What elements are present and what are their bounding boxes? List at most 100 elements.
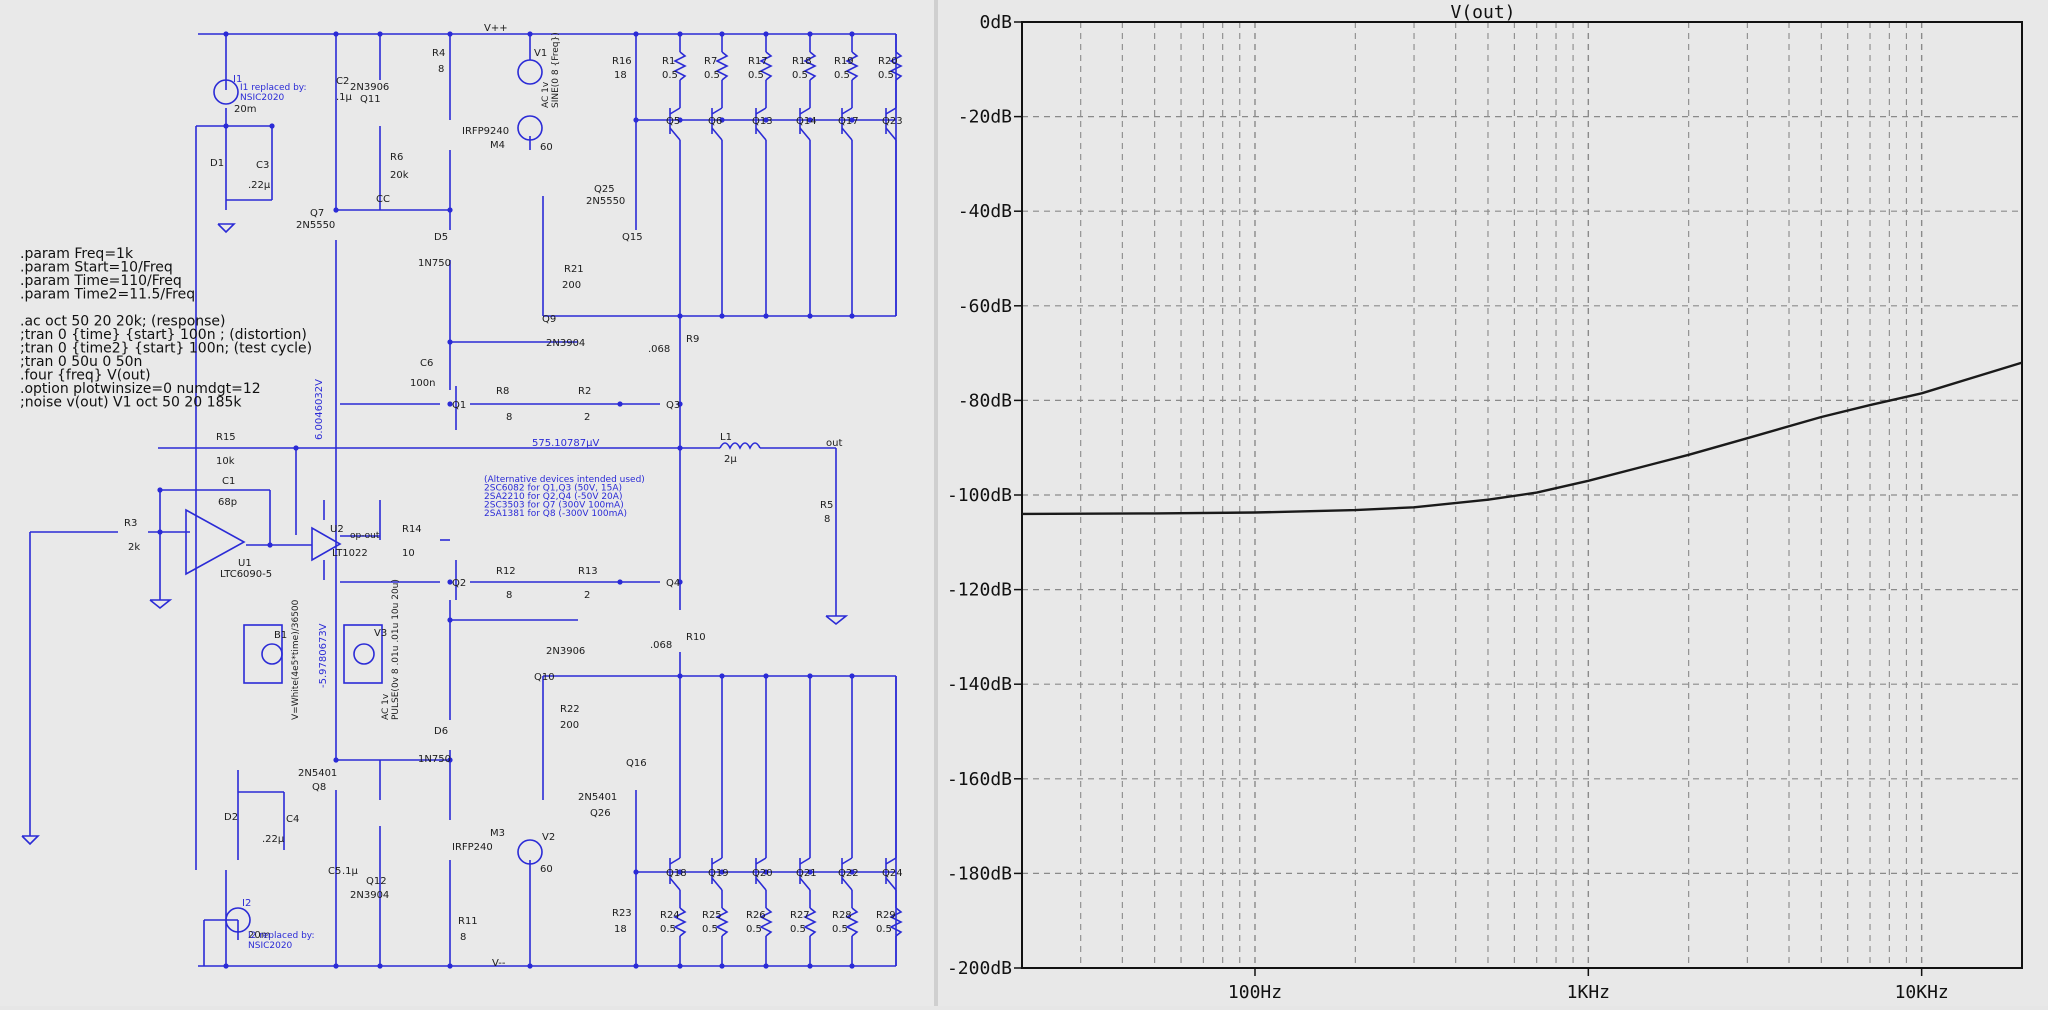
label-d5_v: 1N750	[418, 258, 451, 269]
junction-dot	[677, 963, 682, 968]
label-u1_part: LTC6090-5	[220, 569, 272, 580]
junction-dot	[719, 313, 724, 318]
label-r5_v: 8	[824, 514, 830, 525]
label-q12: Q12	[366, 876, 387, 887]
label-bot-res: R29	[876, 910, 896, 921]
label-bot-q: Q21	[796, 868, 817, 879]
label-q11_p: 2N3906	[350, 82, 389, 93]
junction-dot	[807, 963, 812, 968]
label-q3: Q3	[666, 400, 680, 411]
x-tick-label: 10KHz	[1895, 982, 1949, 1003]
label-m4: M4	[490, 140, 505, 151]
label-bot-res-value: 0.5	[790, 924, 806, 935]
junction-dot	[617, 579, 622, 584]
y-tick-label: -120dB	[947, 580, 1012, 601]
label-r10: R10	[686, 632, 706, 643]
label-q1: Q1	[452, 400, 466, 411]
junction-dot	[447, 963, 452, 968]
junction-dot	[807, 673, 812, 678]
label-q4: Q4	[666, 578, 680, 589]
junction-dot	[333, 207, 338, 212]
junction-dot	[849, 31, 854, 36]
label-bot-res-value: 0.5	[702, 924, 718, 935]
label-bot-q: Q22	[838, 868, 859, 879]
label-bot-res-value: 0.5	[876, 924, 892, 935]
label-v1: V1	[534, 48, 547, 59]
y-tick-label: -60dB	[958, 296, 1012, 317]
label-vpp: V++	[484, 23, 508, 34]
label-l1_v: 2µ	[724, 454, 737, 465]
junction-dot	[849, 673, 854, 678]
label-r21: R21	[564, 264, 584, 275]
spice-directives[interactable]: .param Freq=1k.param Start=10/Freq.param…	[20, 246, 312, 411]
label-r22: R22	[560, 704, 580, 715]
label-bot-res-value: 0.5	[660, 924, 676, 935]
label-op_out: op-out	[350, 531, 380, 541]
label-c1: C1	[222, 476, 235, 487]
junction-dot	[633, 869, 638, 874]
junction-dot	[677, 313, 682, 318]
label-out: out	[826, 438, 842, 449]
schematic-editor[interactable]: .param Freq=1k.param Start=10/Freq.param…	[0, 0, 934, 1006]
junction-dot	[333, 757, 338, 762]
junction-dot	[377, 31, 382, 36]
label-c3_v: .22µ	[248, 180, 271, 191]
junction-dot	[677, 673, 682, 678]
alternative-devices-note[interactable]: (Alternative devices intended used)2SC60…	[484, 475, 645, 519]
junction-dot	[763, 313, 768, 318]
label-r9_v: .068	[648, 344, 670, 355]
label-top-res: R18	[792, 56, 812, 67]
label-r21_v: 200	[562, 280, 581, 291]
junction-dot	[527, 963, 532, 968]
junction-dot	[447, 207, 452, 212]
label-q12_p: 2N3904	[350, 890, 389, 901]
label-m3_p: IRFP240	[452, 842, 493, 853]
y-tick-label: 0dB	[979, 12, 1012, 33]
label-c4: C4	[286, 814, 299, 825]
plot-canvas[interactable]: V(out) 0dB-20dB-40dB-60dB-80dB-100dB-120…	[938, 0, 2048, 1006]
label-i2_note: I2 replaced by:NSIC2020	[248, 931, 315, 951]
junction-dot	[633, 117, 638, 122]
label-r4_v: 8	[438, 64, 444, 75]
label-cc: CC	[376, 194, 390, 205]
y-tick-label: -160dB	[947, 769, 1012, 790]
junction-dot	[807, 31, 812, 36]
label-m3: M3	[490, 828, 505, 839]
directive-line: ;noise v(out) V1 oct 50 20 185k	[20, 395, 242, 411]
label-r3_v: 2k	[128, 542, 140, 553]
junction-dot	[719, 31, 724, 36]
label-volt2: -5.9780673V	[318, 623, 329, 688]
x-axis-ticks: 100Hz 1KHz 10KHz	[1228, 968, 1949, 1003]
label-c6_v: 100n	[410, 378, 435, 389]
label-bot-q: Q24	[882, 868, 903, 879]
x-tick-label: 100Hz	[1228, 982, 1282, 1003]
label-r13: R13	[578, 566, 598, 577]
label-top-q: Q14	[796, 116, 817, 127]
label-c5_v: .1µ	[342, 866, 359, 877]
label-q26_p: 2N5401	[578, 792, 617, 803]
label-r16_v: 18	[614, 70, 627, 81]
junction-dot	[223, 31, 228, 36]
junction-dot	[157, 529, 162, 534]
label-i1_value: 20m	[234, 104, 256, 115]
junction-dot	[763, 673, 768, 678]
junction-dot	[527, 31, 532, 36]
label-u2_part: LT1022	[332, 548, 368, 559]
label-r11: R11	[458, 916, 478, 927]
label-top-res-value: 0.5	[704, 70, 720, 81]
label-v2_value: 60	[540, 864, 553, 875]
junction-dot	[447, 31, 452, 36]
junction-dot	[377, 963, 382, 968]
waveform-viewer[interactable]: V(out) 0dB-20dB-40dB-60dB-80dB-100dB-120…	[938, 0, 2048, 1006]
label-d6: D6	[434, 726, 448, 737]
x-tick-label: 1KHz	[1567, 982, 1610, 1003]
label-r9: R9	[686, 334, 699, 345]
label-q8: Q8	[312, 782, 326, 793]
label-bot-res: R27	[790, 910, 810, 921]
label-bot-res-value: 0.5	[832, 924, 848, 935]
label-top-q: Q17	[838, 116, 859, 127]
junction-dot	[849, 963, 854, 968]
schematic-canvas[interactable]: .param Freq=1k.param Start=10/Freq.param…	[0, 0, 934, 1006]
y-tick-label: -40dB	[958, 201, 1012, 222]
series-line-v-out[interactable]	[1022, 363, 2022, 514]
